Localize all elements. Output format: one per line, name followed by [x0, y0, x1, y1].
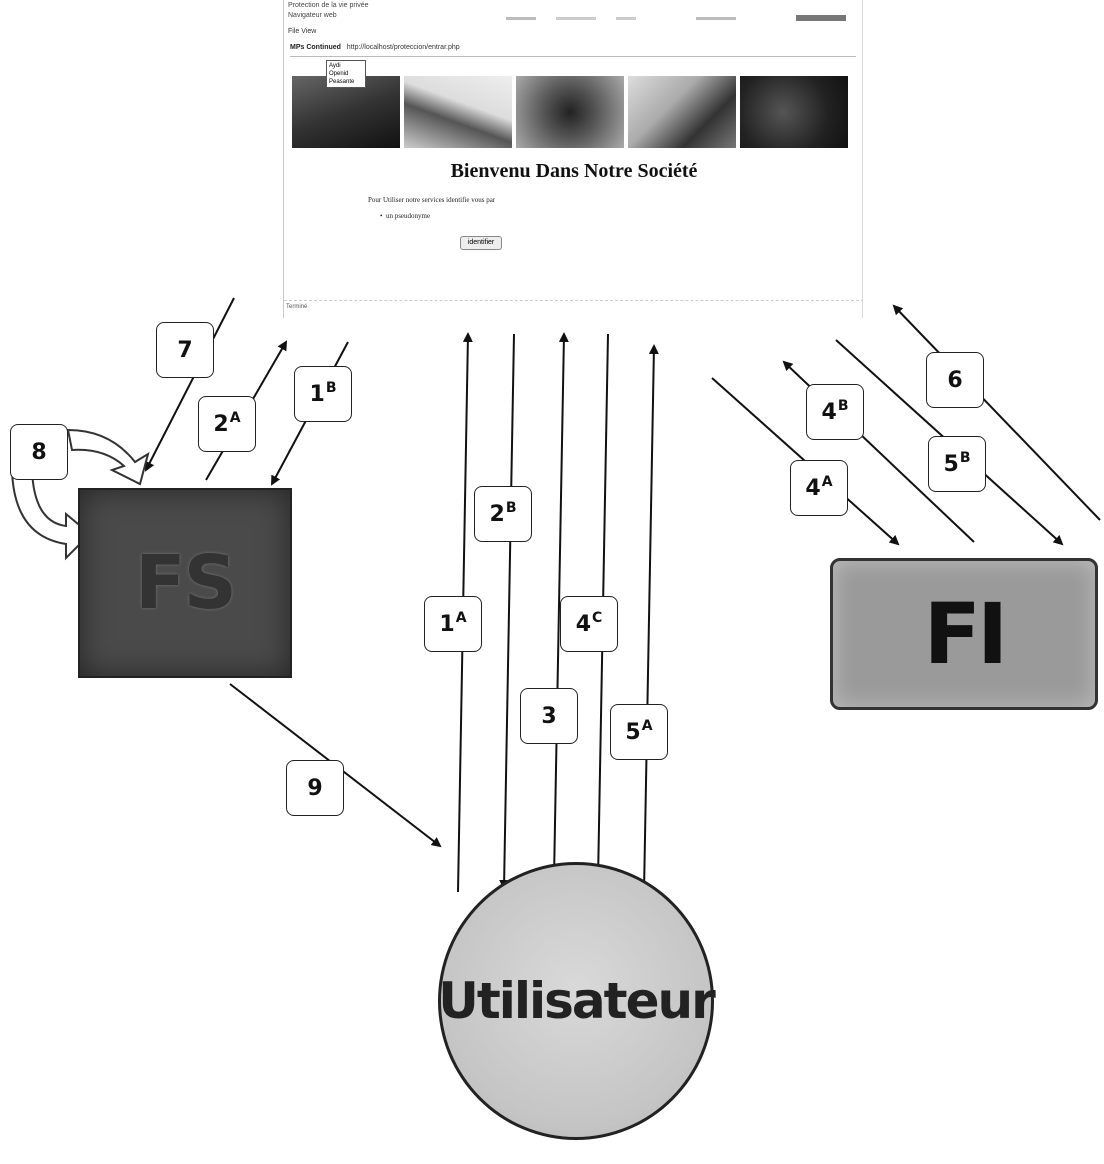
step-label-6: 6: [926, 352, 984, 408]
user-label: Utilisateur: [438, 972, 714, 1030]
step-label-9: 9: [286, 760, 344, 816]
step-label-3: 3: [520, 688, 578, 744]
fi-node: FI: [830, 558, 1098, 710]
fs-label: FS: [135, 540, 235, 626]
step-label-8: 8: [10, 424, 68, 480]
user-node: Utilisateur: [438, 862, 714, 1140]
fs-node: FS: [78, 488, 292, 678]
arrow-6: [894, 306, 1100, 520]
arrow-2b: [504, 334, 514, 888]
fi-label: FI: [924, 585, 1005, 683]
arrow-5a: [644, 346, 654, 892]
step-label-7: 7: [156, 322, 214, 378]
